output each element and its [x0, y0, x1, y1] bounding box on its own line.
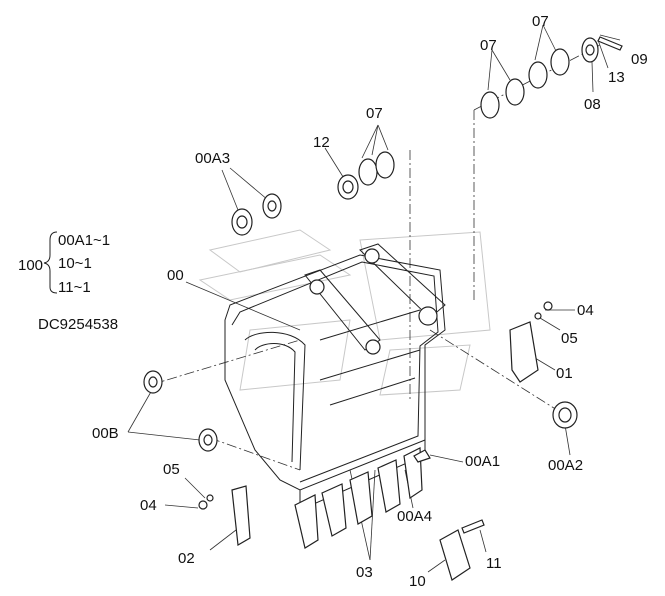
assembly-item-3: 11~1	[58, 279, 91, 296]
pins-and-bushings	[143, 36, 623, 510]
label-10: 10	[409, 573, 426, 590]
label-00a4: 00A4	[397, 508, 432, 525]
label-08: 08	[584, 96, 601, 113]
bucket-body	[224, 254, 446, 511]
watermark-logo	[198, 229, 491, 396]
label-00b: 00B	[92, 425, 119, 442]
label-01: 01	[556, 365, 573, 382]
label-05: 05	[163, 461, 180, 478]
label-04: 04	[577, 302, 594, 319]
side-cutters	[231, 321, 539, 546]
label-00: 00	[167, 267, 184, 284]
label-00a3: 00A3	[195, 150, 230, 167]
label-02: 02	[178, 550, 195, 567]
bucket-teeth	[294, 447, 423, 549]
label-11: 11	[486, 555, 502, 572]
label-00a1: 00A1	[465, 453, 500, 470]
drawing-number: DC9254538	[38, 316, 118, 333]
label-07: 07	[366, 105, 383, 122]
assembly-number: 100	[18, 257, 43, 274]
label-03: 03	[356, 564, 373, 581]
boss-plates	[304, 243, 446, 355]
callout-labels: 100 00A1~1 10~1 11~1 DC9254538 07 07 07 …	[18, 13, 648, 590]
assembly-item-2: 10~1	[58, 255, 92, 272]
label-07: 07	[532, 13, 549, 30]
assembly-item-1: 00A1~1	[58, 232, 110, 249]
label-05: 05	[561, 330, 578, 347]
label-12: 12	[313, 134, 330, 151]
label-04: 04	[140, 497, 157, 514]
label-07: 07	[480, 37, 497, 54]
label-13: 13	[608, 69, 625, 86]
replacement-tooth	[413, 449, 485, 581]
label-09: 09	[631, 51, 648, 68]
assembly-bracket	[43, 231, 58, 294]
label-00a2: 00A2	[548, 457, 583, 474]
